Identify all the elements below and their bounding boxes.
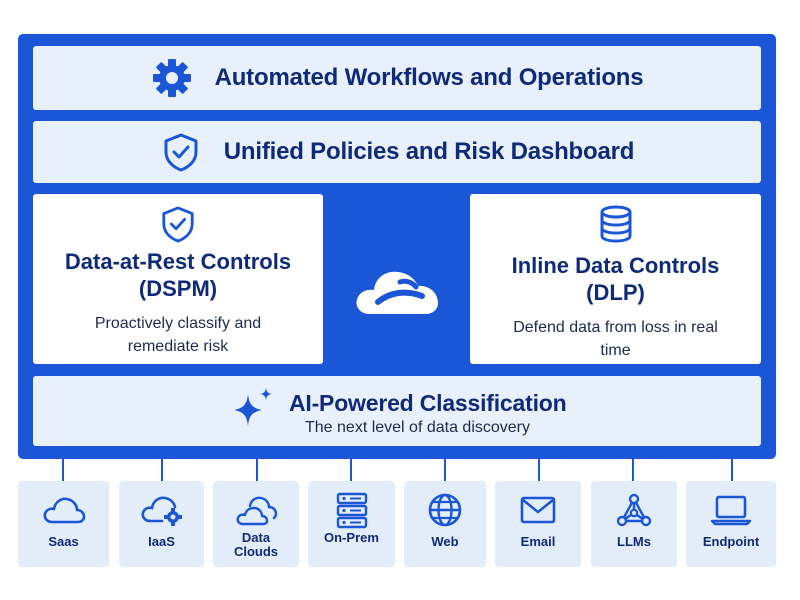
connector-line [444,459,446,481]
ai-classification-band: AI-Powered Classification The next level… [33,376,761,446]
automated-workflows-title: Automated Workflows and Operations [214,64,644,91]
connector-line [538,459,540,481]
source-email: Email [495,481,581,567]
source-label: IaaS [148,534,175,549]
source-label: Saas [48,534,79,549]
gear-icon [151,57,193,99]
source-web: Web [404,481,486,567]
platform-frame: Automated Workflows and Operations Unifi… [18,34,776,459]
laptop-icon [708,487,754,533]
source-label: LLMs [617,534,651,549]
source-iaas: IaaS [119,481,204,567]
dlp-description: Defend data from loss in real time [513,319,718,359]
source-data-clouds: Data Clouds [213,481,299,567]
source-llms: LLMs [591,481,677,567]
connector-line [350,459,352,481]
cloud-gear-icon [139,487,185,533]
connector-line [632,459,634,481]
cloud-icon [41,487,87,533]
source-label: Data Clouds [233,530,279,559]
server-icon [329,487,375,533]
source-label: Endpoint [702,534,760,549]
shield-check-icon [160,131,202,173]
dlp-panel: Inline Data Controls (DLP) Defend data f… [470,194,761,364]
source-label: Web [431,534,459,549]
dlp-title: Inline Data Controls (DLP) [511,253,720,305]
shield-check-icon [158,204,198,244]
source-label: Email [520,534,556,549]
sparkle-icon [230,386,276,432]
source-on-prem: On-Prem [308,481,395,567]
unified-policies-band: Unified Policies and Risk Dashboard [33,121,761,183]
unified-policies-title: Unified Policies and Risk Dashboard [223,138,635,165]
connector-line [256,459,258,481]
globe-icon [422,487,468,533]
cloud-logo-icon [348,252,448,332]
source-saas: Saas [18,481,109,567]
dspm-title: Data-at-Rest Controls (DSPM) [64,249,292,301]
ai-classification-subtitle: The next level of data discovery [305,419,531,436]
dspm-panel: Data-at-Rest Controls (DSPM) Proactively… [33,194,323,364]
dspm-description: Proactively classify and remediate risk [94,315,262,355]
connector-line [161,459,163,481]
source-endpoint: Endpoint [686,481,776,567]
envelope-icon [515,487,561,533]
ai-classification-title: AI-Powered Classification [289,390,567,416]
data-clouds-icon [233,487,279,533]
source-label: On-Prem [324,530,379,545]
connector-line [62,459,64,481]
database-icon [596,204,636,244]
connector-line [731,459,733,481]
network-nodes-icon [611,487,657,533]
automated-workflows-band: Automated Workflows and Operations [33,46,761,110]
